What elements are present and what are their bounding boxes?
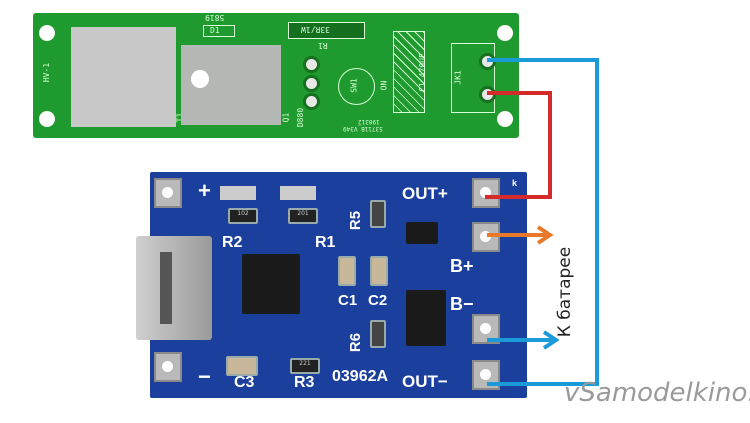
r1-label: R1 bbox=[315, 234, 336, 251]
jack-jk1 bbox=[451, 43, 495, 113]
b-minus-label: B− bbox=[450, 294, 474, 314]
mount-hole bbox=[497, 111, 513, 127]
r2-label: R2 bbox=[222, 234, 243, 251]
mount-hole bbox=[39, 111, 55, 127]
micro-usb-port bbox=[136, 236, 212, 340]
capacitor-c2 bbox=[370, 256, 388, 286]
board-code: 03962A bbox=[332, 368, 389, 385]
out-minus-label: OUT− bbox=[402, 372, 448, 391]
switch-sw1: SW1 bbox=[338, 68, 375, 105]
heatsink-pad bbox=[181, 45, 281, 125]
blue-wire bbox=[487, 58, 599, 386]
capacitor-c3 bbox=[226, 356, 258, 376]
pad-out-plus bbox=[472, 178, 500, 208]
resistor-201: 201 bbox=[288, 208, 318, 224]
c2-label: C2 bbox=[368, 292, 388, 309]
capacitor-c1 bbox=[338, 256, 356, 286]
mount-hole bbox=[497, 25, 513, 41]
resistor-221: 221 bbox=[290, 358, 320, 374]
mosfet-chip bbox=[406, 290, 446, 346]
resistor-102: 102 bbox=[228, 208, 258, 224]
red-wire bbox=[485, 91, 552, 199]
watermark: vSamodelkino.ru bbox=[564, 378, 750, 408]
b-plus-label: B+ bbox=[450, 256, 474, 276]
battery-label: К батарее bbox=[555, 246, 575, 338]
resistor-r6 bbox=[370, 320, 386, 348]
c1-label: C1 bbox=[338, 292, 358, 309]
led bbox=[220, 186, 256, 200]
minus-label: − bbox=[198, 364, 211, 389]
transformer-t1 bbox=[71, 27, 176, 127]
r3-label: R3 bbox=[294, 374, 315, 391]
capacitor-c1 bbox=[393, 31, 425, 113]
mount-hole bbox=[39, 25, 55, 41]
tp4056-chip bbox=[242, 254, 300, 314]
resistor-r1: 33R/1W bbox=[288, 22, 365, 39]
corner-k: k bbox=[512, 178, 518, 188]
led-driver-pcb: HV-1 T1 5819 D1 33R/1W R1 Q1 D880 SW1 ON… bbox=[33, 13, 519, 138]
c3-label: C3 bbox=[234, 374, 255, 391]
charger-pcb: + − OUT+ OUT− B+ B− k 102 201 221 R2 R1 … bbox=[150, 172, 527, 398]
plus-label: + bbox=[198, 178, 211, 203]
resistor-r5 bbox=[370, 200, 386, 228]
out-plus-label: OUT+ bbox=[402, 184, 448, 203]
dw01-chip bbox=[406, 222, 438, 244]
diode-d1: D1 bbox=[203, 25, 235, 37]
blue-arrowhead bbox=[542, 330, 560, 350]
orange-arrowhead bbox=[536, 225, 554, 245]
led bbox=[280, 186, 316, 200]
